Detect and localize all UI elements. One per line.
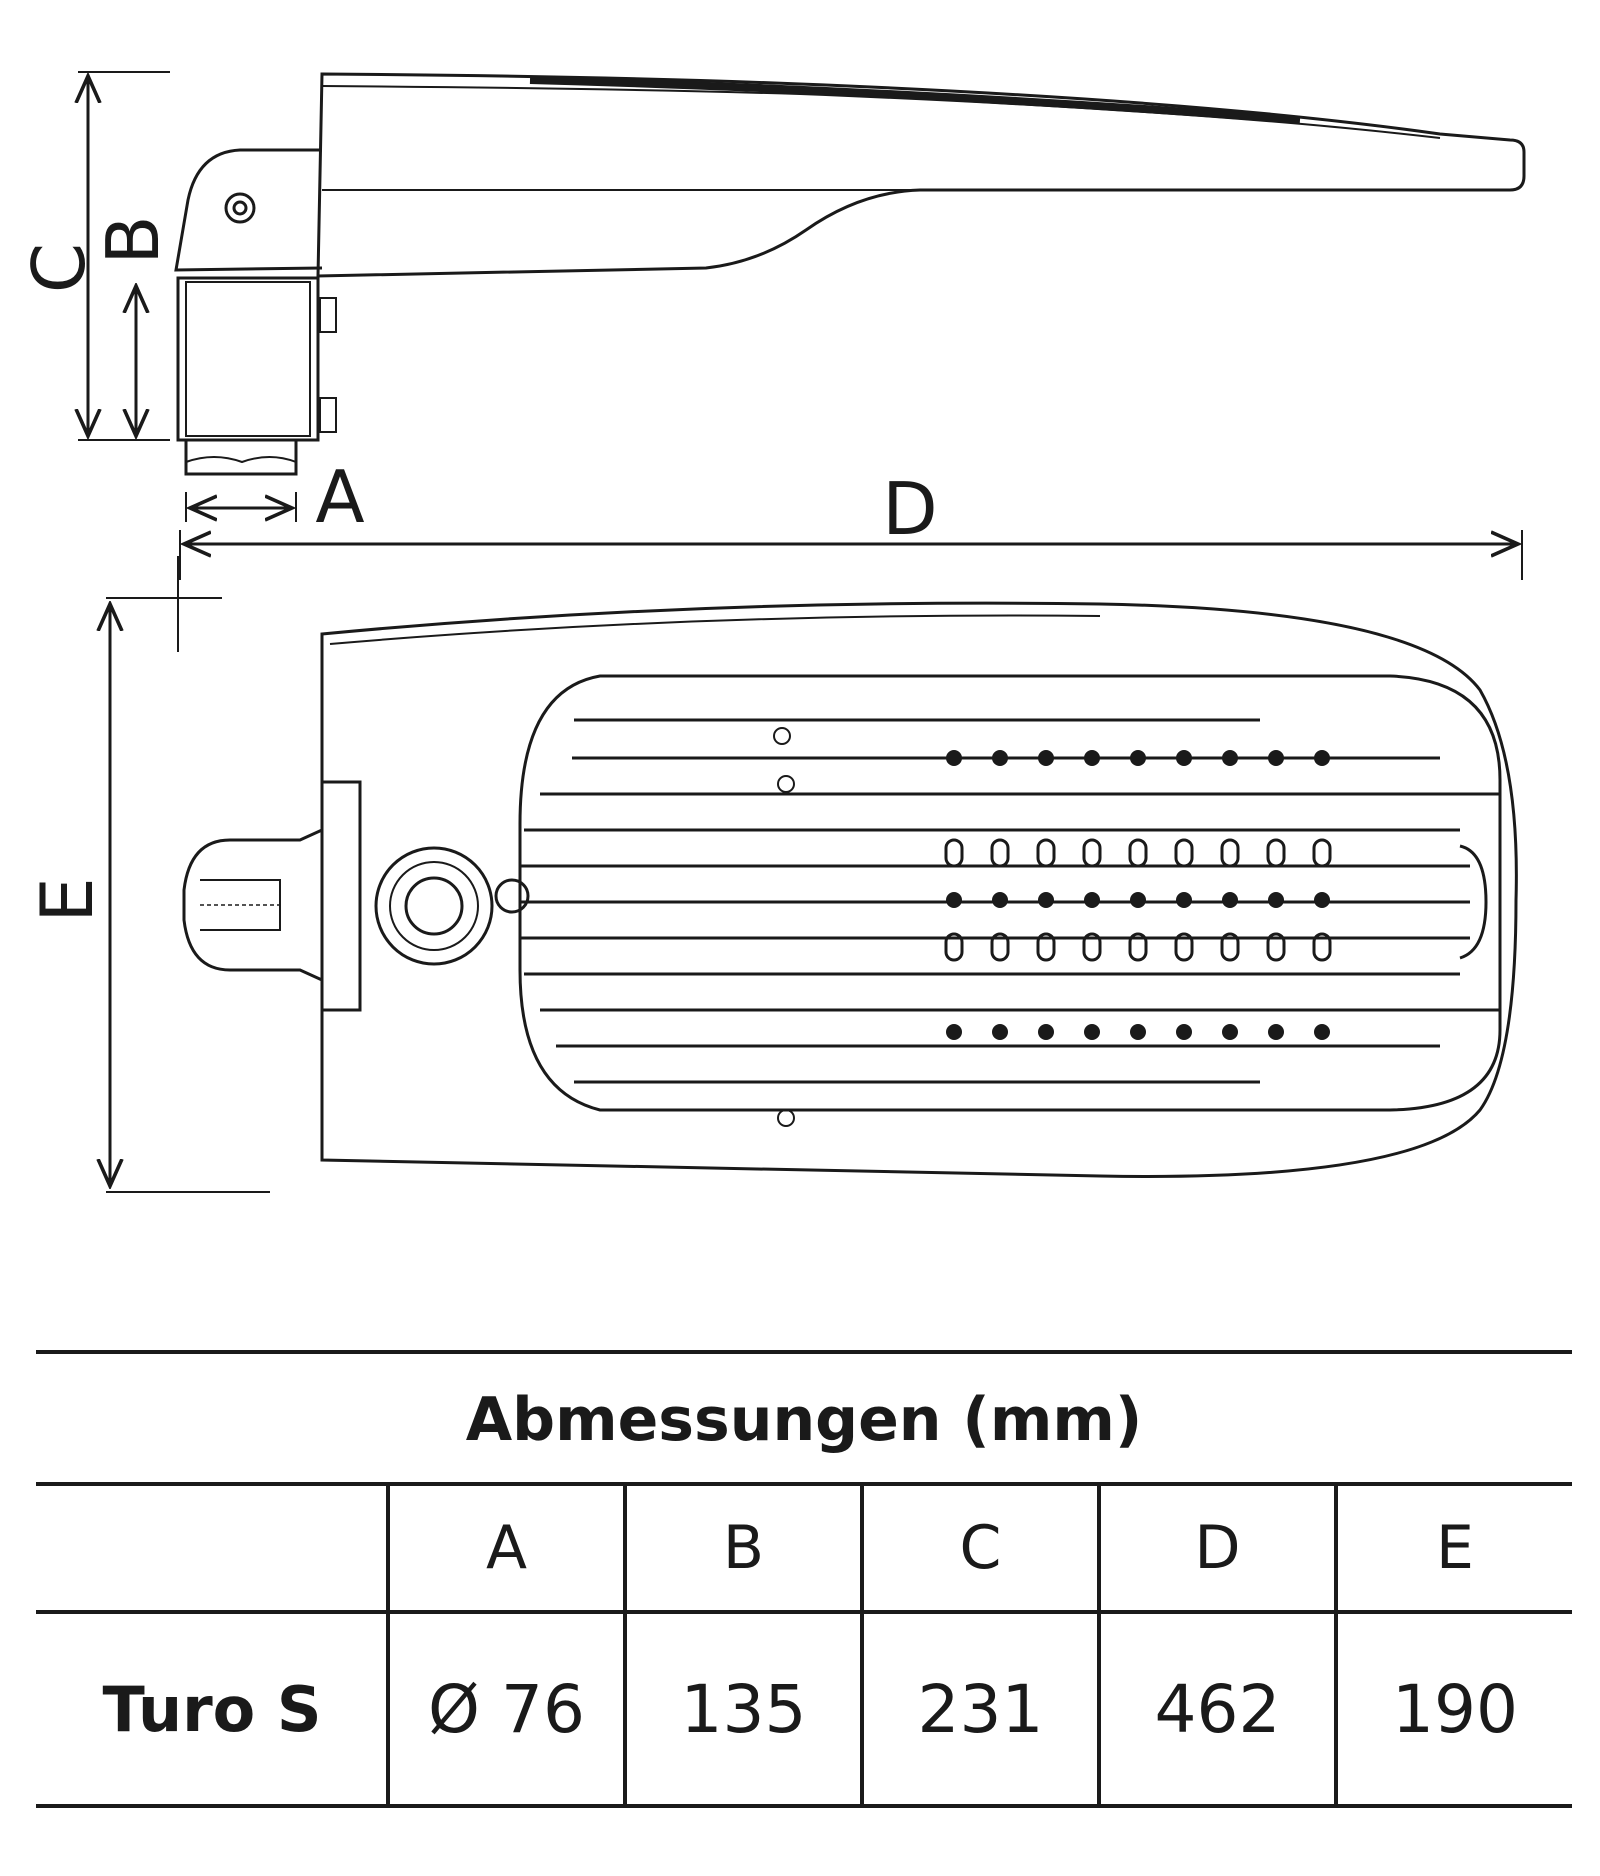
clamp-nut-top bbox=[319, 297, 337, 333]
cooling-ribs bbox=[520, 718, 1500, 1084]
header-b: B bbox=[722, 1513, 765, 1583]
mounting-knuckle bbox=[174, 148, 323, 272]
cable-entry bbox=[494, 878, 530, 914]
end-cap bbox=[1459, 844, 1488, 960]
header-d: D bbox=[1194, 1513, 1241, 1583]
col-divider-1 bbox=[386, 1484, 390, 1806]
header-e: E bbox=[1436, 1513, 1474, 1583]
screw-top bbox=[773, 727, 791, 745]
knuckle-bolt bbox=[224, 192, 256, 224]
mounting-plate bbox=[320, 780, 362, 1012]
led-row-1 bbox=[946, 750, 1330, 766]
luminaire-side-body bbox=[316, 72, 1526, 278]
table-header-rule bbox=[36, 1482, 1572, 1486]
header-c: C bbox=[959, 1513, 1002, 1583]
side-mount-block bbox=[182, 828, 323, 982]
table-top-rule bbox=[36, 1350, 1572, 1354]
col-divider-4 bbox=[1097, 1484, 1101, 1806]
screw-mid bbox=[777, 775, 795, 793]
side-view bbox=[174, 72, 1526, 476]
value-a: Ø 76 bbox=[428, 1670, 585, 1748]
label-d: D bbox=[882, 467, 937, 551]
col-divider-5 bbox=[1334, 1484, 1338, 1806]
label-c: C bbox=[17, 243, 101, 293]
led-row-3 bbox=[946, 892, 1330, 908]
clamp-nut-bottom bbox=[319, 397, 337, 433]
screw-bottom bbox=[777, 1109, 795, 1127]
led-row-2 bbox=[944, 838, 1332, 868]
cable-gland-outer bbox=[374, 846, 494, 966]
col-divider-2 bbox=[623, 1484, 627, 1806]
dimension-lines bbox=[78, 71, 1523, 1193]
label-e: E bbox=[25, 877, 109, 923]
table-title: Abmessungen (mm) bbox=[465, 1385, 1143, 1455]
value-b: 135 bbox=[680, 1670, 807, 1748]
header-a: A bbox=[485, 1513, 528, 1583]
label-b: B bbox=[91, 215, 175, 264]
pole-end bbox=[184, 440, 298, 476]
spigot-clamp bbox=[176, 276, 320, 442]
luminaire-bottom-housing bbox=[320, 601, 1518, 1178]
bottom-view bbox=[182, 601, 1518, 1178]
label-a: A bbox=[315, 455, 364, 539]
led-row-5 bbox=[946, 1024, 1330, 1040]
table-bottom-rule bbox=[36, 1804, 1572, 1808]
optic-panel bbox=[518, 674, 1502, 1112]
led-row-4 bbox=[944, 932, 1332, 962]
col-divider-3 bbox=[860, 1484, 864, 1806]
value-d: 462 bbox=[1154, 1670, 1281, 1748]
row-label-turo-s: Turo S bbox=[102, 1672, 322, 1746]
value-c: 231 bbox=[917, 1670, 1044, 1748]
value-e: 190 bbox=[1392, 1670, 1518, 1748]
table-middle-rule bbox=[36, 1610, 1572, 1614]
